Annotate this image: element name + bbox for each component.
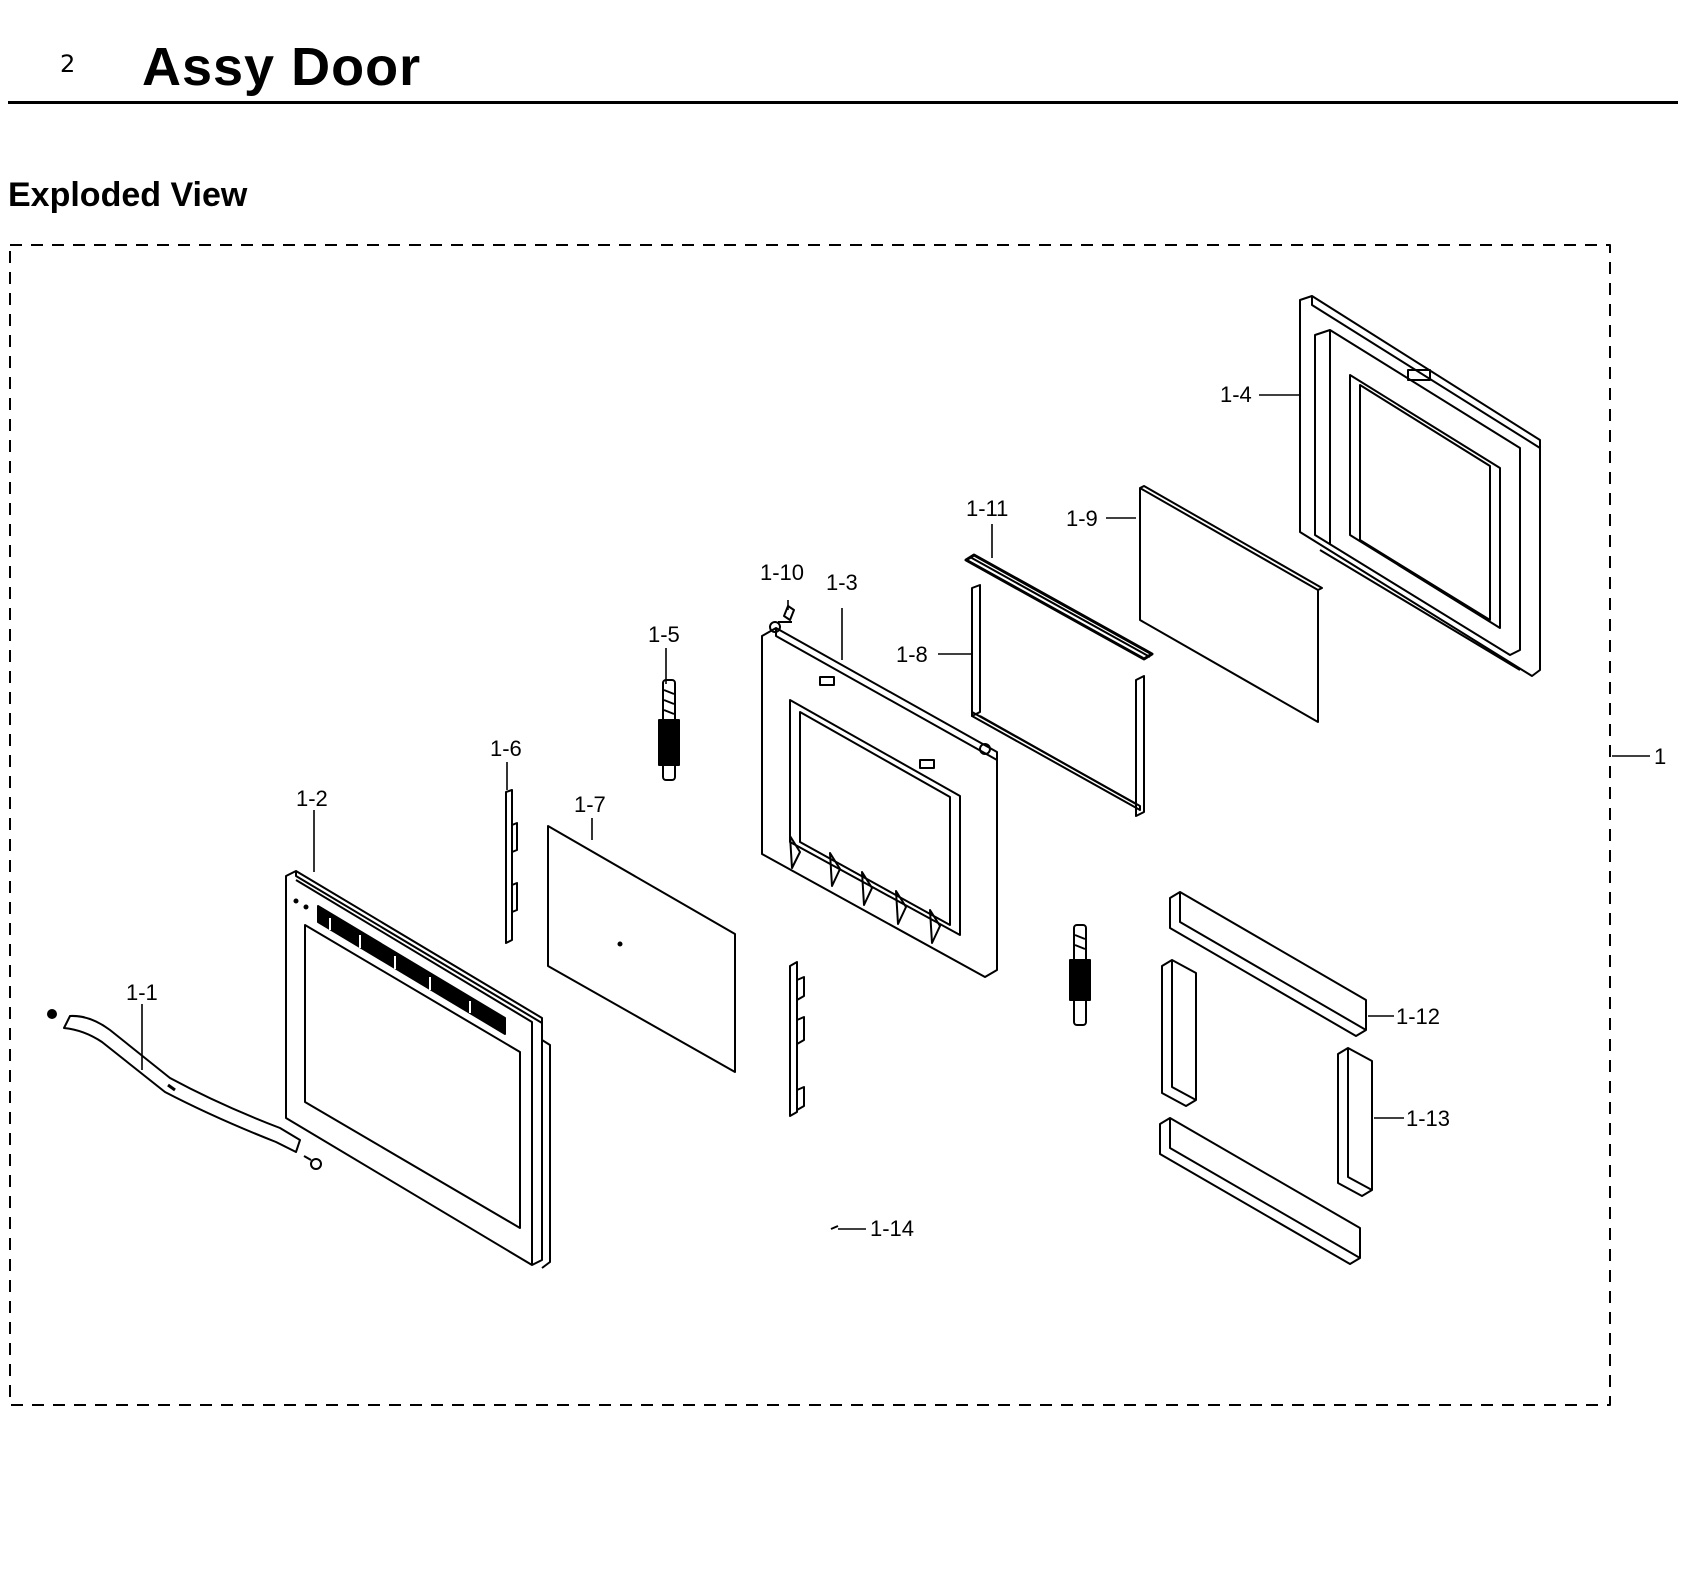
leader-lines	[141, 394, 1650, 1230]
callout-1-13: 1-13	[1406, 1106, 1450, 1131]
part-1-3-inner-frame	[761, 621, 998, 978]
callout-1-6: 1-6	[490, 736, 522, 761]
part-1-5-hinge	[658, 679, 680, 781]
part-1-13-insulation-side	[1161, 959, 1373, 1197]
assembly-boundary	[9, 244, 1611, 1406]
callout-1-2: 1-2	[296, 786, 328, 811]
callout-1-1: 1-1	[126, 980, 158, 1005]
part-1-5-hinge-2	[1069, 924, 1091, 1026]
part-1-8-glass-frame	[971, 584, 1145, 817]
part-1-4-door-liner	[1299, 295, 1541, 677]
callout-1-12: 1-12	[1396, 1004, 1440, 1029]
part-1-7-glass	[547, 825, 736, 1073]
callout-1-7: 1-7	[574, 792, 606, 817]
part-1-9-glass	[1139, 485, 1323, 723]
header-rule	[8, 101, 1678, 104]
callout-1-5: 1-5	[648, 622, 680, 647]
callout-1-10: 1-10	[760, 560, 804, 585]
callout-1-11: 1-11	[966, 496, 1008, 521]
callout-1: 1	[1654, 744, 1666, 769]
callout-1-4: 1-4	[1220, 382, 1252, 407]
part-1-11-rail	[964, 553, 1154, 661]
part-1-1-handle	[47, 1009, 322, 1170]
callout-1-9: 1-9	[1066, 506, 1098, 531]
section-subheading: Exploded View	[8, 176, 248, 214]
callout-1-14: 1-14	[870, 1216, 914, 1241]
page-title: Assy Door	[142, 37, 422, 97]
part-1-6-side-bracket	[505, 789, 518, 944]
section-number: 2	[60, 50, 76, 78]
callout-1-8: 1-8	[896, 642, 928, 667]
part-1-2-outer-panel	[285, 870, 551, 1269]
part-1-12-insulation	[1159, 891, 1367, 1265]
part-1-14-bottom-bracket	[789, 961, 839, 1230]
part-1-10-clip	[783, 605, 795, 621]
callout-1-3: 1-3	[826, 570, 858, 595]
